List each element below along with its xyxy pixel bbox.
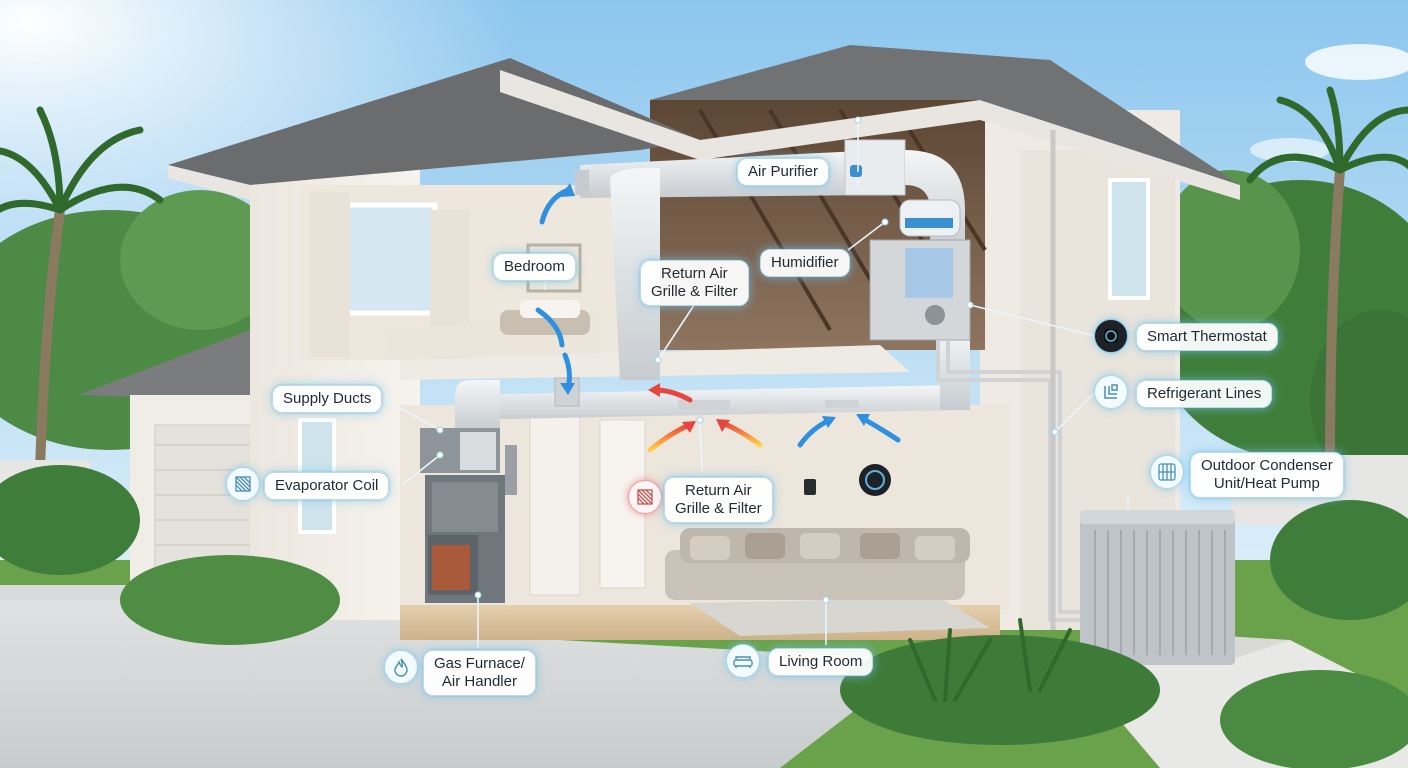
evaporator-coil-icon — [226, 467, 260, 501]
label-return-air-top-text: Return Air Grille & Filter — [651, 265, 738, 300]
label-living-room: Living Room — [768, 648, 874, 676]
flame-icon — [384, 650, 418, 684]
palm-tree-left — [0, 106, 164, 475]
sofa-icon — [726, 644, 760, 678]
gas-furnace-unit — [420, 428, 517, 603]
label-gas-furnace: Gas Furnace/ Air Handler — [423, 650, 536, 696]
label-humidifier-text: Humidifier — [771, 254, 839, 271]
label-return-air-bottom: Return Air Grille & Filter — [664, 477, 773, 523]
foreground-plants — [0, 465, 1408, 768]
label-outdoor-condenser-text: Outdoor Condenser Unit/Heat Pump — [1201, 457, 1333, 492]
return-air-filter-icon — [628, 480, 662, 514]
label-return-air-bottom-text: Return Air Grille & Filter — [675, 482, 762, 517]
outdoor-condenser-unit — [1060, 510, 1290, 665]
condenser-grid-icon — [1150, 455, 1184, 489]
airflow-arrowheads — [560, 183, 870, 433]
label-air-purifier-text: Air Purifier — [748, 163, 819, 180]
label-humidifier: Humidifier — [760, 249, 850, 277]
label-outdoor-condenser: Outdoor Condenser Unit/Heat Pump — [1190, 452, 1344, 498]
label-gas-furnace-text: Gas Furnace/ Air Handler — [434, 655, 525, 690]
label-refrigerant-lines-text: Refrigerant Lines — [1147, 385, 1262, 402]
label-evaporator-coil: Evaporator Coil — [264, 472, 390, 500]
attic-air-handler — [850, 165, 971, 341]
ductwork — [455, 139, 970, 430]
palm-tree-right — [1246, 86, 1408, 475]
label-air-purifier: Air Purifier — [737, 158, 830, 186]
label-evaporator-coil-text: Evaporator Coil — [275, 477, 379, 494]
label-return-air-top: Return Air Grille & Filter — [640, 260, 749, 306]
label-smart-thermostat-text: Smart Thermostat — [1147, 328, 1267, 345]
label-bedroom-text: Bedroom — [504, 258, 565, 275]
label-supply-ducts: Supply Ducts — [272, 385, 383, 413]
roof — [168, 45, 1240, 200]
smart-thermostat-icon — [1094, 319, 1128, 353]
sofa — [665, 528, 970, 600]
refrigerant-lines — [936, 340, 1090, 622]
leader-lines — [384, 116, 1129, 648]
label-living-room-text: Living Room — [779, 653, 863, 670]
refrigerant-lines-icon — [1094, 375, 1128, 409]
label-bedroom: Bedroom — [493, 253, 576, 281]
label-supply-ducts-text: Supply Ducts — [283, 390, 372, 407]
label-refrigerant-lines: Refrigerant Lines — [1136, 380, 1273, 408]
label-smart-thermostat: Smart Thermostat — [1136, 323, 1278, 351]
